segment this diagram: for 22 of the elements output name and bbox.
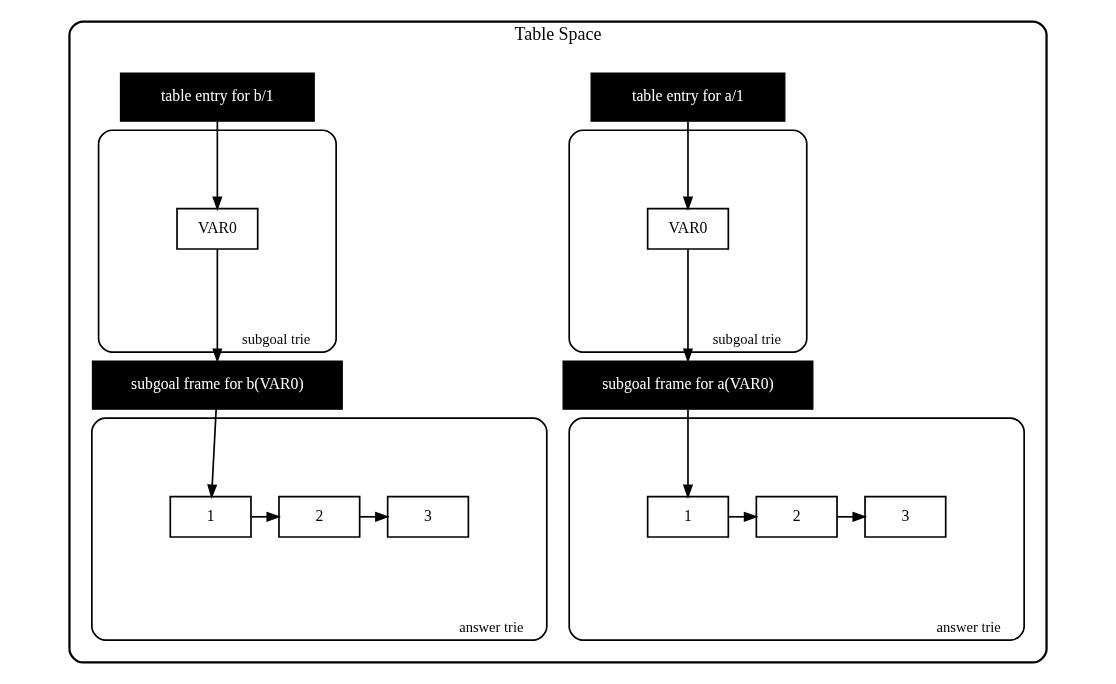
node-box: subgoal frame for a(VAR0) bbox=[562, 360, 814, 410]
arrow bbox=[212, 248, 223, 364]
node-box: 3 bbox=[386, 495, 470, 538]
arrow bbox=[359, 511, 390, 522]
arrow bbox=[212, 120, 223, 212]
node-box: 2 bbox=[755, 495, 838, 538]
node-box: 1 bbox=[169, 495, 252, 538]
node-box: VAR0 bbox=[176, 207, 259, 250]
node-box: 2 bbox=[278, 495, 361, 538]
arrow bbox=[207, 408, 218, 500]
arrow bbox=[682, 120, 694, 212]
arrow bbox=[250, 511, 281, 522]
arrow bbox=[682, 408, 694, 500]
node-box: table entry for b/1 bbox=[119, 72, 315, 122]
arrow bbox=[836, 511, 868, 522]
node-box: table entry for a/1 bbox=[590, 72, 786, 122]
node-box: 1 bbox=[646, 495, 730, 538]
arrow bbox=[682, 248, 694, 364]
node-box: VAR0 bbox=[646, 207, 730, 250]
node-box: subgoal frame for b(VAR0) bbox=[91, 360, 343, 410]
arrow bbox=[727, 511, 759, 522]
node-box: 3 bbox=[864, 495, 947, 538]
